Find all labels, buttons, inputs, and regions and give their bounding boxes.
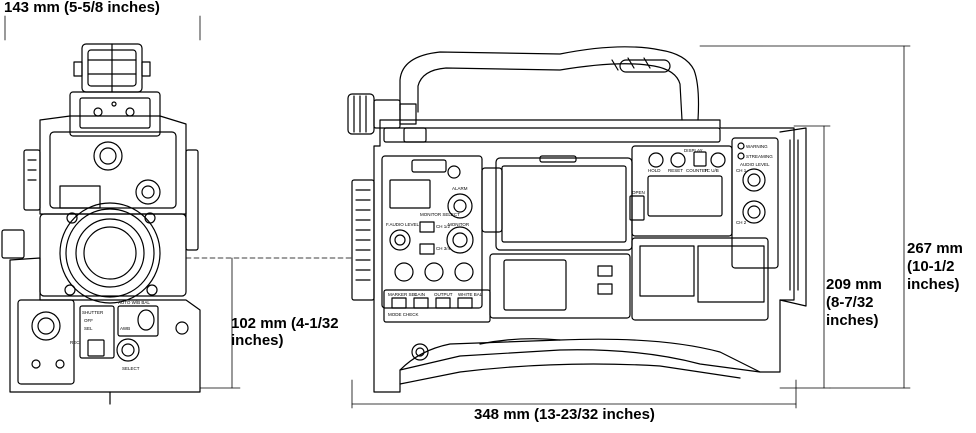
lens-height-label-line2: inches) bbox=[231, 332, 284, 349]
length-dimension-label: 348 mm (13-23/32 inches) bbox=[474, 406, 655, 423]
front-rec-label: REC bbox=[70, 340, 80, 345]
side-streaming-label: STREAMING bbox=[746, 154, 773, 159]
total-height-label-line3: inches) bbox=[907, 276, 960, 293]
side-ch34-label: CH 3/4 bbox=[436, 246, 451, 251]
side-display-label: DISPLAY bbox=[684, 148, 703, 153]
side-monitor-select-label: MONITOR SELECT bbox=[420, 212, 460, 217]
width-dimension-label: 143 mm (5-5/8 inches) bbox=[4, 0, 160, 16]
body-height-label-line1: 209 mm bbox=[826, 276, 882, 293]
side-hold-label: HOLD bbox=[648, 168, 661, 173]
front-view: AUTO W/B BAL SHUTTER OFF SEL AWB REC SEL… bbox=[2, 16, 352, 404]
side-ch1-label: CH 1 bbox=[736, 168, 747, 173]
side-counter-label: COUNTER bbox=[686, 168, 709, 173]
side-audio-level-label: AUDIO LEVEL bbox=[740, 162, 770, 167]
front-shutter-label: SHUTTER bbox=[82, 310, 104, 315]
body-height-label-line3: inches) bbox=[826, 312, 879, 329]
front-off-label: OFF bbox=[84, 318, 93, 323]
front-select-label: SELECT bbox=[122, 366, 140, 371]
side-marker-sel-label: MARKER SEL bbox=[388, 292, 418, 297]
front-sel-label: SEL bbox=[84, 326, 93, 331]
side-view: DISPLAY HOLD RESET COUNTER TC U/B WARNIN… bbox=[348, 47, 806, 392]
side-output-label: OUTPUT bbox=[434, 292, 453, 297]
side-open-label: OPEN bbox=[632, 190, 645, 195]
side-warning-label: WARNING bbox=[746, 144, 768, 149]
front-awb-label: AWB bbox=[120, 326, 130, 331]
lens-height-label-line1: 102 mm (4-1/32 bbox=[231, 315, 339, 332]
total-height-label-line2: (10-1/2 bbox=[907, 258, 955, 275]
side-white-bal-label: WHITE BAL bbox=[458, 292, 483, 297]
side-tcub-label: TC U/B bbox=[704, 168, 719, 173]
front-auto-wb-label: AUTO W/B BAL bbox=[118, 300, 150, 305]
total-height-label-line1: 267 mm bbox=[907, 240, 963, 257]
side-ch2-label: CH 2 bbox=[736, 220, 747, 225]
side-f-audio-level-label: F.AUDIO LEVEL bbox=[386, 222, 420, 227]
body-height-label-line2: (8-7/32 bbox=[826, 294, 874, 311]
side-reset-label: RESET bbox=[668, 168, 683, 173]
side-mode-check-label: MODE CHECK bbox=[388, 312, 419, 317]
dimension-lines bbox=[352, 46, 910, 408]
side-ch12-label: CH 1/2 bbox=[436, 224, 451, 229]
side-monitor-label: MONITOR bbox=[448, 222, 470, 227]
side-gain-label: GAIN bbox=[414, 292, 425, 297]
side-alarm-label: ALARM bbox=[452, 186, 468, 191]
